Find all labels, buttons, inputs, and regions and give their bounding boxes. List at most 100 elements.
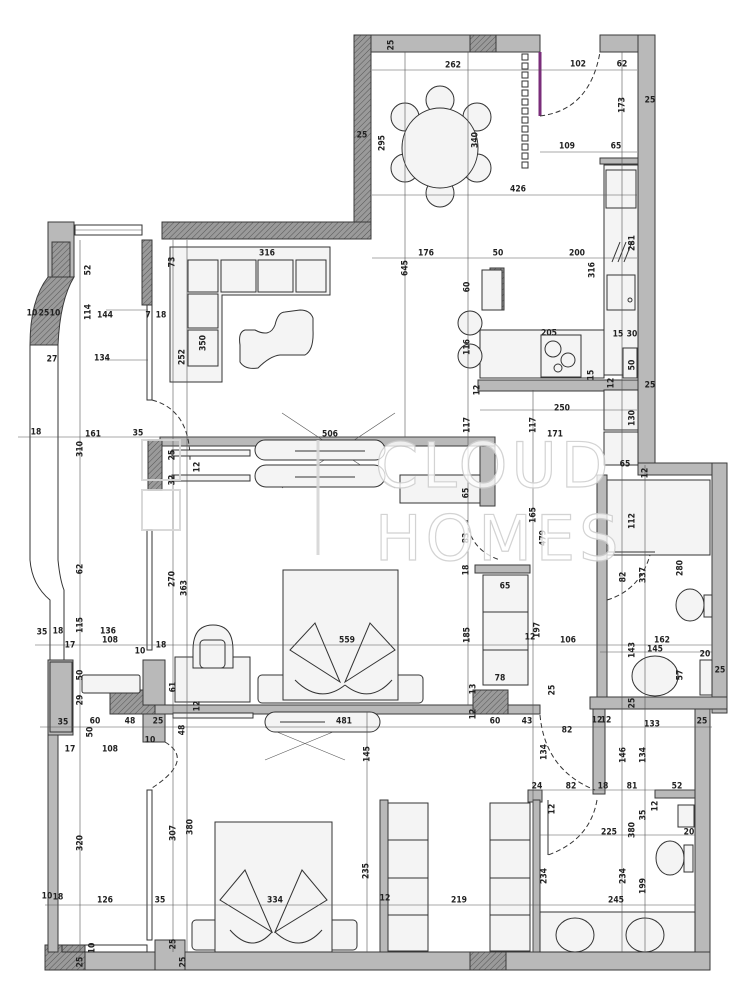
dimension-label: 24 — [532, 782, 543, 792]
shoe-rack — [521, 53, 529, 169]
dimension-label: 60 — [490, 717, 501, 727]
dimension-label: 15 — [587, 370, 597, 381]
dimension-label: 62 — [617, 60, 628, 70]
dimension-label: 117 — [463, 417, 473, 433]
dimension-label: 114 — [84, 304, 94, 320]
dimension-label: 25 — [548, 685, 558, 696]
dimension-label: 35 — [639, 810, 649, 821]
dimension-label: 35 — [58, 718, 69, 728]
windows — [61, 224, 153, 953]
dimension-label: 12 — [193, 462, 203, 473]
dimension-label: 145 — [363, 746, 373, 762]
dimension-label: 12 — [601, 716, 612, 726]
dimension-label: 25 — [697, 717, 708, 727]
dimension-label: 10 — [27, 309, 38, 319]
bathroom-1 — [606, 479, 713, 697]
dimension-label: 234 — [619, 868, 629, 884]
dimension-label: 108 — [102, 745, 118, 755]
dimension-label: 12 — [380, 894, 391, 904]
watermark-cloud: CLOUD — [375, 429, 613, 502]
dimension-label: 35 — [37, 628, 48, 638]
dimension-label: 52 — [84, 265, 94, 276]
dimension-label: 252 — [178, 349, 188, 365]
dimension-label: 25 — [153, 717, 164, 727]
dimension-label: 50 — [493, 249, 504, 259]
dimension-label: 426 — [510, 185, 526, 195]
dining-table — [401, 107, 479, 189]
dimension-label: 173 — [618, 97, 628, 113]
shoe-rack-slot — [521, 62, 529, 70]
dimension-label: 18 — [462, 565, 472, 576]
watermark-logo: CLOUD HOMES — [141, 428, 619, 576]
kitchen — [457, 164, 639, 466]
dimension-label: 307 — [169, 825, 179, 841]
dimension-label: 12 — [607, 378, 617, 389]
dimension-label: 281 — [628, 235, 638, 251]
dimension-label: 20 — [684, 828, 695, 838]
shoe-rack-slot — [521, 98, 529, 106]
dimension-label: 81 — [627, 782, 638, 792]
dimension-label: 165 — [529, 507, 539, 523]
shoe-rack-slot — [521, 143, 529, 151]
dining-set — [390, 85, 492, 208]
dimension-label: 35 — [155, 896, 166, 906]
dimension-label: 10 — [88, 943, 98, 954]
dimension-label: 130 — [628, 410, 638, 426]
dimension-label: 10 — [42, 892, 53, 902]
shoe-rack-slot — [521, 152, 529, 160]
dimension-label: 219 — [451, 896, 467, 906]
dimension-label: 262 — [445, 61, 461, 71]
living-room — [169, 246, 331, 383]
dimension-label: 145 — [647, 645, 663, 655]
dimension-label: 50 — [86, 727, 96, 738]
dimension-label: 25 — [76, 957, 86, 968]
dimension-label: 25 — [645, 96, 656, 106]
dimension-label: 320 — [76, 835, 86, 851]
dimension-label: 162 — [654, 636, 670, 646]
dimension-label: 235 — [362, 863, 372, 879]
shower — [606, 479, 711, 556]
dimension-label: 12 — [193, 701, 203, 712]
dimension-label: 25 — [628, 698, 638, 709]
toilet — [655, 840, 685, 876]
dimension-label: 50 — [628, 360, 638, 371]
dimension-label: 645 — [401, 260, 411, 276]
dimension-label: 12 — [641, 468, 651, 479]
dimension-label: 18 — [53, 627, 64, 637]
dimension-label: 30 — [627, 330, 638, 340]
dimension-label: 29 — [76, 695, 86, 706]
bath-sink — [699, 659, 713, 696]
dimension-lines — [18, 52, 712, 952]
bed — [282, 569, 399, 701]
shoe-rack-slot — [521, 53, 529, 61]
dimension-label: 12 — [525, 633, 536, 643]
dimension-label: 18 — [53, 893, 64, 903]
dimension-label: 12 — [469, 709, 479, 720]
kitchen-counter — [603, 164, 639, 376]
dimension-label: 25 — [645, 381, 656, 391]
dimension-label: 10 — [145, 736, 156, 746]
bedroom-wardrobe — [482, 574, 529, 686]
dimension-label: 25 — [357, 131, 368, 141]
coffee-table — [239, 309, 314, 369]
dimension-label: 102 — [570, 60, 586, 70]
dimension-label: 197 — [533, 622, 543, 638]
dimension-label: 52 — [672, 782, 683, 792]
dimension-label: 250 — [554, 404, 570, 414]
dimension-label: 83 — [462, 533, 472, 544]
dimension-label: 65 — [620, 460, 631, 470]
dimension-label: 481 — [336, 717, 352, 727]
wardrobes — [171, 439, 531, 952]
sink — [606, 274, 636, 311]
shoe-rack-slot — [521, 89, 529, 97]
dimension-label: 176 — [418, 249, 434, 259]
dimension-label: 50 — [76, 670, 86, 681]
dimension-label: 225 — [601, 828, 617, 838]
dimension-label: 13 — [469, 684, 479, 695]
entry-door[interactable] — [538, 51, 601, 117]
radiator — [81, 674, 141, 694]
dimension-label: 61 — [169, 682, 179, 693]
dimension-label: 12 — [592, 716, 603, 726]
bedroom-2 — [191, 821, 358, 953]
